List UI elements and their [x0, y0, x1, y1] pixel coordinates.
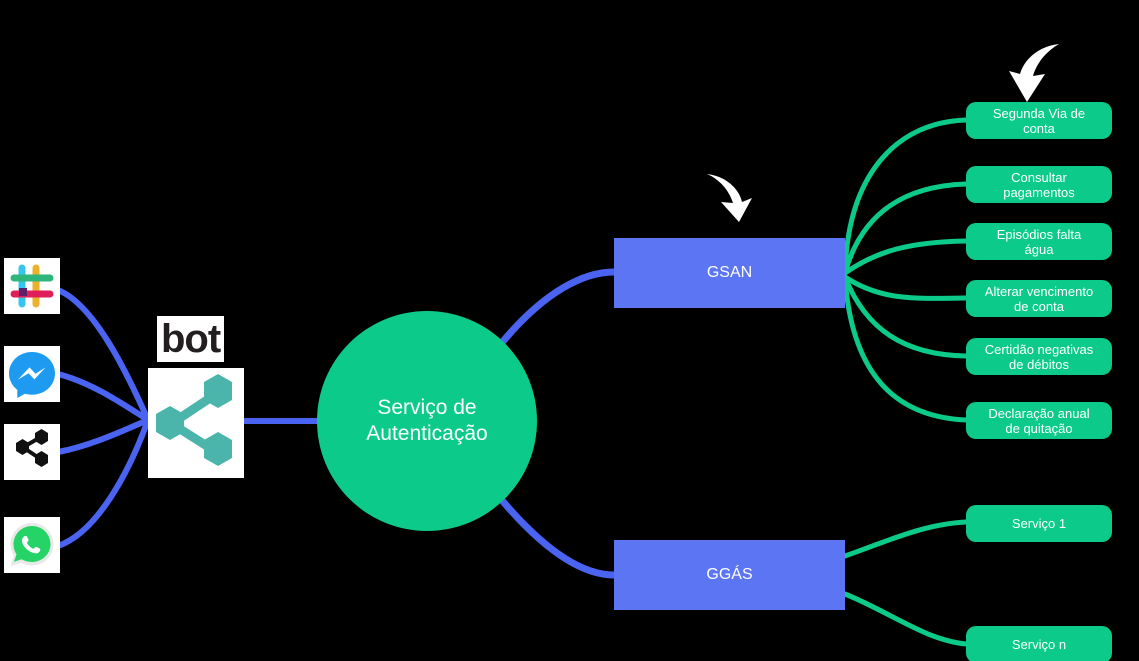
system-label-gsan: GSAN — [706, 264, 753, 281]
edge-gsan-to-service-5 — [842, 274, 969, 359]
auth-service-node[interactable]: Serviço de Autenticação — [317, 311, 537, 531]
edge-gsan-to-service-4 — [842, 274, 969, 301]
service-node-declaracao-anual[interactable]: Declaração anual de quitação — [966, 402, 1112, 439]
service-label: Episódios falta água — [996, 226, 1082, 257]
edge-gsan-to-service-3 — [842, 238, 969, 276]
edge-gsan-to-service-6 — [842, 274, 969, 423]
system-node-ggas[interactable]: GGÁS — [614, 540, 845, 610]
service-label: Segunda Via de conta — [992, 105, 1086, 136]
whatsapp-icon — [4, 517, 60, 573]
edge-ggas-to-service-1 — [842, 519, 969, 559]
edge-gsan-to-service-2 — [842, 181, 969, 276]
edge-auth-to-ggas — [496, 494, 618, 579]
edge-whatsapp-to-bot — [55, 417, 151, 549]
system-label-ggas: GGÁS — [706, 566, 753, 583]
slack-icon — [4, 258, 60, 314]
channel-icon-messenger[interactable] — [4, 346, 60, 402]
system-node-gsan[interactable]: GSAN — [614, 238, 845, 308]
channel-icon-network[interactable] — [4, 424, 60, 480]
service-node-servico-1[interactable]: Serviço 1 — [966, 505, 1112, 542]
service-label: Consultar pagamentos — [1003, 169, 1075, 200]
curved-arrow-down-icon — [1009, 44, 1059, 102]
channel-icon-slack[interactable] — [4, 258, 60, 314]
edge-slack-to-bot — [55, 287, 151, 423]
channel-icon-whatsapp[interactable] — [4, 517, 60, 573]
service-label: Certidão negativas de débitos — [984, 341, 1094, 372]
service-label: Serviço 1 — [1011, 516, 1067, 531]
service-label: Serviço n — [1011, 637, 1067, 652]
edge-gsan-to-service-1 — [842, 117, 969, 276]
edge-ggas-to-service-2 — [842, 591, 969, 647]
service-label: Declaração anual de quitação — [988, 405, 1090, 436]
service-node-servico-n[interactable]: Serviço n — [966, 626, 1112, 661]
curved-arrow-cursor-top — [1001, 40, 1067, 106]
bot-hub-icon[interactable] — [148, 368, 244, 478]
curved-arrow-down-icon — [707, 174, 752, 222]
service-node-alterar-vencimento[interactable]: Alterar vencimento de conta — [966, 280, 1112, 317]
service-node-episodios-falta-agua[interactable]: Episódios falta água — [966, 223, 1112, 260]
hexagon-network-icon — [148, 368, 244, 478]
service-node-consultar-pagamentos[interactable]: Consultar pagamentos — [966, 166, 1112, 203]
curved-arrow-cursor-mid — [705, 168, 761, 224]
bot-label: bot — [157, 316, 225, 362]
network-share-icon — [4, 424, 60, 480]
service-node-certidao-negativas[interactable]: Certidão negativas de débitos — [966, 338, 1112, 375]
service-node-segunda-via[interactable]: Segunda Via de conta — [966, 102, 1112, 139]
edge-network-to-bot — [55, 417, 151, 455]
service-label: Alterar vencimento de conta — [984, 283, 1094, 314]
edge-auth-to-gsan — [496, 268, 618, 349]
edge-messenger-to-bot — [55, 371, 151, 423]
auth-service-label: Serviço de Autenticação — [366, 396, 488, 445]
messenger-icon — [4, 346, 60, 402]
